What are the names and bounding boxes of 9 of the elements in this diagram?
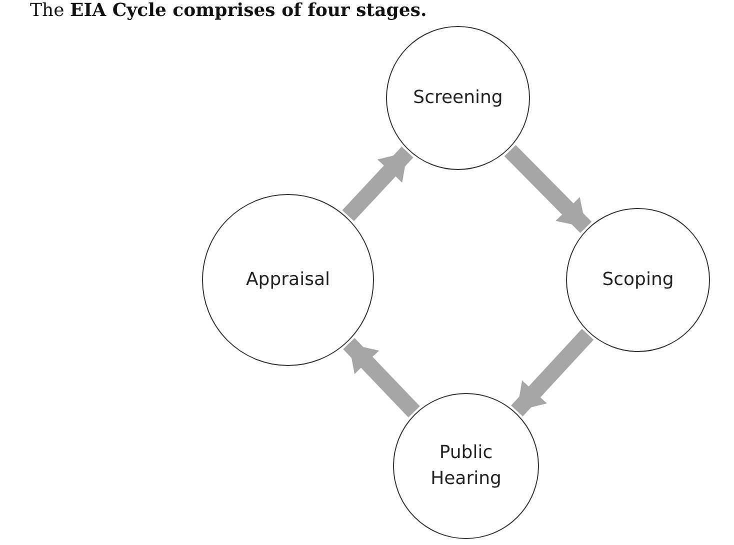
block-arrow <box>511 328 594 416</box>
block-arrow <box>343 338 420 418</box>
stage-label: Screening <box>412 86 504 110</box>
block-arrow <box>342 146 414 222</box>
title: The EIA Cycle comprises of four stages. <box>30 0 427 21</box>
stage-label: Public Hearing <box>430 440 502 491</box>
block-arrow <box>504 144 592 234</box>
stage-label: Appraisal <box>244 268 331 292</box>
stage-label: Scoping <box>601 268 675 292</box>
